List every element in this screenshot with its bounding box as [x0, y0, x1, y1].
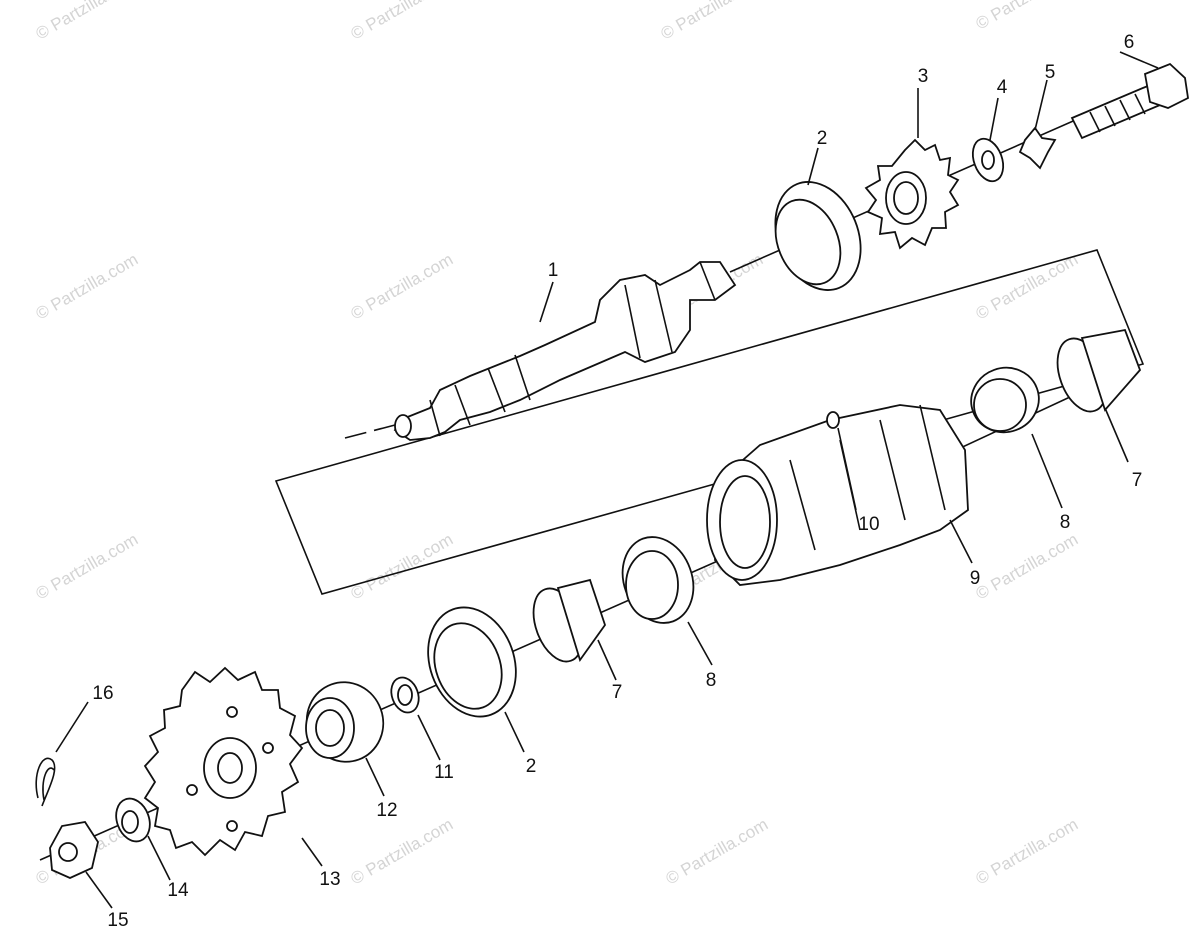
- callout-16: 16: [92, 683, 113, 704]
- watermark: © Partzilla.com: [973, 530, 1082, 604]
- watermark: © Partzilla.com: [33, 530, 142, 604]
- callout-8: 8: [1060, 512, 1071, 533]
- callout-12: 12: [376, 800, 397, 821]
- washer-4: [971, 137, 1005, 183]
- watermark: © Partzilla.com: [348, 0, 457, 43]
- callout-1: 1: [548, 260, 559, 281]
- bearing-upper: [774, 181, 862, 291]
- watermark: © Partzilla.com: [973, 815, 1082, 889]
- watermark: © Partzilla.com: [348, 530, 457, 604]
- housing-9: [706, 404, 969, 586]
- sprocket-small: [864, 138, 960, 250]
- watermark: © Partzilla.com: [663, 815, 772, 889]
- watermark: © Partzilla.com: [973, 250, 1082, 324]
- race-upper: [970, 366, 1040, 434]
- sprocket-large: [143, 666, 304, 857]
- callout-11: 11: [434, 762, 454, 783]
- shaft: [393, 261, 737, 441]
- pin-10: [826, 411, 840, 429]
- watermark: © Partzilla.com: [658, 0, 767, 43]
- castle-nut-15: [49, 821, 99, 879]
- washer-11: [390, 676, 420, 714]
- cone-bearing-upper: [1056, 328, 1142, 413]
- lock-washer-5: [1018, 126, 1057, 170]
- race-lower: [621, 536, 695, 624]
- callout-13: 13: [319, 869, 340, 890]
- leader-lines: [55, 51, 1159, 909]
- watermark: © Partzilla.com: [33, 0, 142, 43]
- callout-7: 7: [612, 682, 623, 703]
- washer-14: [115, 797, 151, 843]
- callout-7: 7: [1132, 470, 1143, 491]
- callout-15: 15: [107, 910, 128, 931]
- callout-6: 6: [1124, 32, 1135, 53]
- callout-14: 14: [167, 880, 189, 901]
- callout-2: 2: [526, 756, 537, 777]
- callouts: 1 2 3 4 5 6 7 8 9 10 8 7 2 11 12 13 14 1…: [92, 32, 1142, 931]
- watermark: © Partzilla.com: [973, 0, 1082, 33]
- watermark: © Partzilla.com: [348, 250, 457, 324]
- bearing-lower: [427, 606, 517, 718]
- cotter-pin-16: [35, 757, 56, 807]
- callout-9: 9: [970, 568, 981, 589]
- bolt-6: [1070, 62, 1189, 140]
- assembly-bracket: [274, 249, 1145, 595]
- callout-8: 8: [706, 670, 717, 691]
- callout-2: 2: [817, 128, 828, 149]
- watermark: © Partzilla.com: [348, 815, 457, 889]
- spacer-12: [305, 681, 385, 763]
- watermark: © Partzilla.com: [33, 250, 142, 324]
- callout-5: 5: [1045, 62, 1056, 83]
- cone-bearing-lower: [532, 578, 606, 663]
- callout-3: 3: [918, 66, 929, 87]
- callout-10: 10: [858, 514, 879, 535]
- callout-4: 4: [997, 77, 1008, 98]
